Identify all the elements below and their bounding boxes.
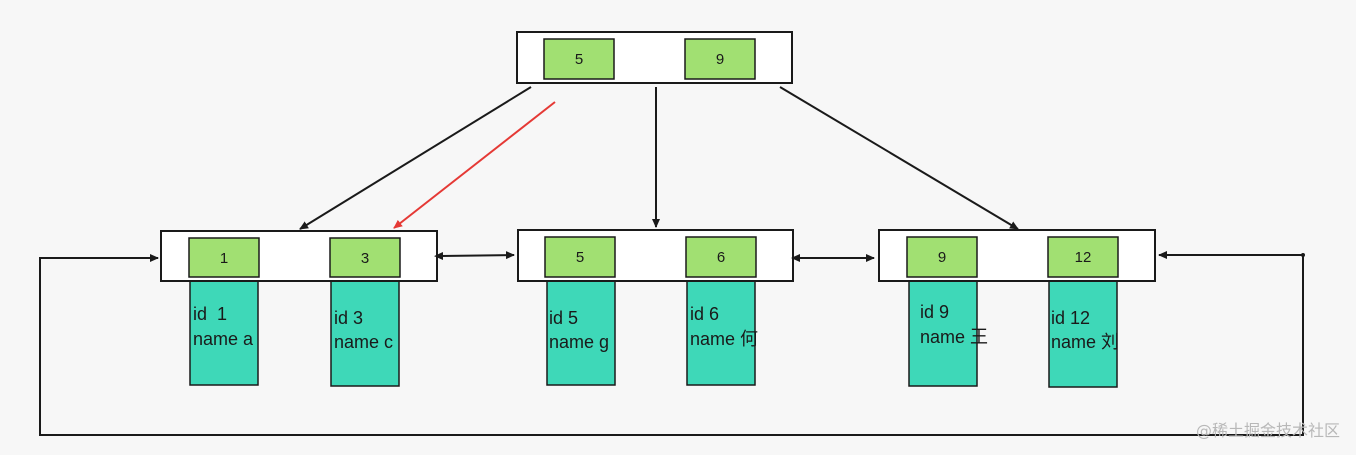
leaf-1-record-2-name: name c [334, 332, 393, 352]
leaf-node-1: 1 3 id 1 name a id 3 name c [160, 230, 438, 387]
leaf-2-record-1-name: name g [549, 332, 609, 352]
leaf-3-record-2-box [1048, 278, 1118, 388]
leaf-node-2: 5 6 id 5 name g id 6 name 何 [517, 229, 794, 386]
leaf-2-key-2-label: 6 [717, 249, 725, 266]
loop-junction-dot [1301, 253, 1305, 257]
leaf-3-record-2-id: id 12 [1051, 308, 1090, 328]
leaf-3-key-2-label: 12 [1075, 249, 1092, 266]
root-key-1: 5 [543, 38, 615, 80]
edge-root-to-leaf-1 [299, 86, 532, 230]
leaf-1-record-2-box [330, 278, 400, 387]
leaf-3-record-1-id: id 9 [920, 302, 949, 322]
leaf-1-key-1-box [188, 237, 260, 278]
leaf-1-key-1-label: 1 [220, 250, 228, 267]
leaf-1-record-1-box [189, 278, 259, 386]
leaf-2-key-1-label: 5 [576, 249, 584, 266]
leaf-3-key-2-box [1047, 236, 1119, 278]
watermark-text: @稀土掘金技术社区 [1195, 421, 1340, 440]
leaf-1-record-1-id: id 1 [193, 304, 227, 324]
leaf-3-key-1-box [906, 236, 978, 278]
root-key-1-label: 5 [575, 51, 583, 68]
root-key-2: 9 [684, 38, 756, 80]
edge-highlight-search-path [393, 101, 556, 229]
edge-root-to-leaf-3 [779, 86, 1019, 230]
root-node: 5 9 [516, 31, 793, 84]
leaf-3-key-1-label: 9 [938, 249, 946, 266]
root-key-2-label: 9 [716, 51, 724, 68]
leaf-2-key-2-box [685, 236, 757, 278]
leaf-1-key-2-box [329, 237, 401, 278]
leaf-2-key-1-box [544, 236, 616, 278]
edge-leaf-1-to-leaf-2 [434, 251, 515, 260]
leaf-2-record-2-id: id 6 [690, 304, 719, 324]
leaf-3-record-2-name: name 刘 [1051, 332, 1119, 352]
root-key-2-box [684, 38, 756, 80]
leaf-1-record-2-id: id 3 [334, 308, 363, 328]
leaf-1-record-1-name: name a [193, 329, 254, 349]
leaf-2-record-2-name: name 何 [690, 329, 758, 349]
leaf-3-record-1-name: name 王 [920, 327, 988, 347]
leaf-1-key-2-label: 3 [361, 250, 369, 267]
leaf-3-record-1-box [908, 278, 978, 387]
leaf-2-record-1-id: id 5 [549, 308, 578, 328]
edge-loop-to-leaf-1 [39, 254, 1304, 436]
leaf-node-3: 9 12 id 9 name 王 id 12 name 刘 [878, 229, 1156, 388]
leaf-2-record-1-box [546, 278, 616, 386]
root-key-1-box [543, 38, 615, 80]
